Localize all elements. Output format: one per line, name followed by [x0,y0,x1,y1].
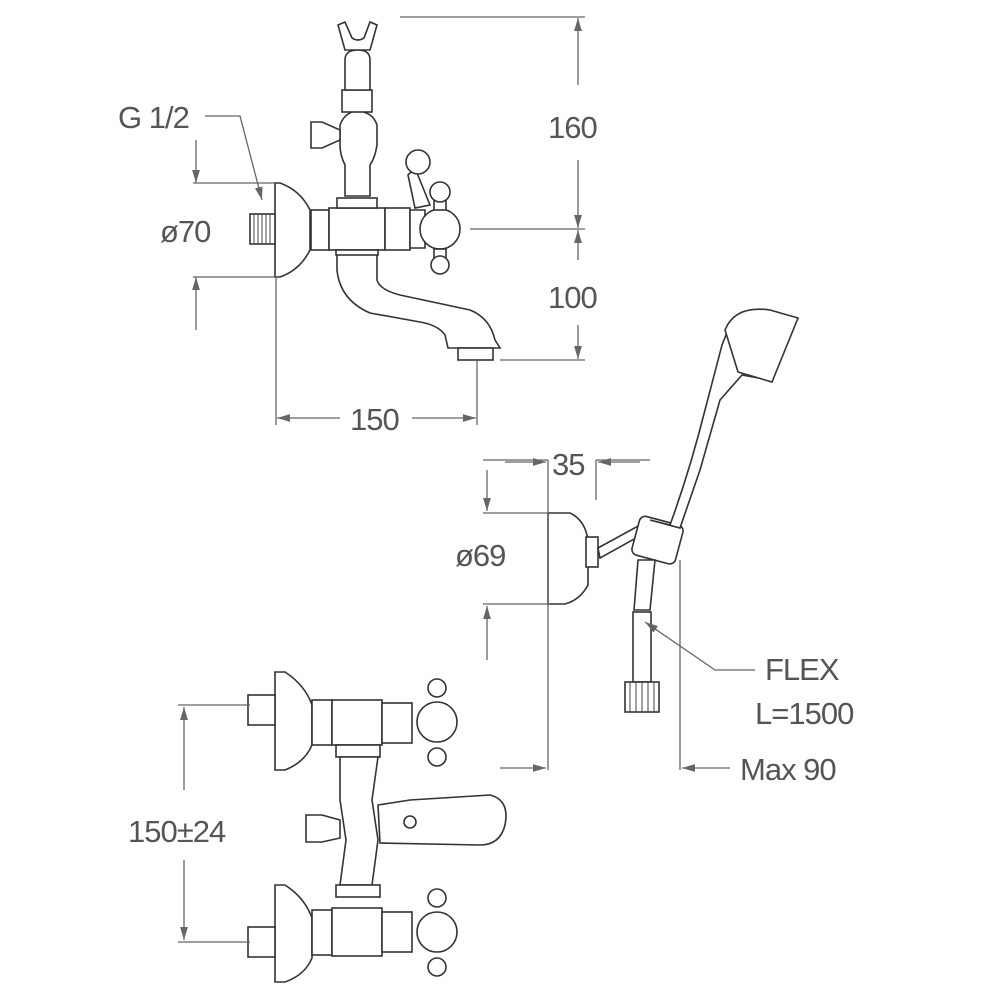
label-flange-diameter: ø70 [160,214,211,249]
label-height-top: 160 [548,110,597,145]
label-hose-length: L=1500 [755,696,854,731]
side-view-faucet [249,20,502,361]
side-view-dimensions [192,16,585,425]
label-hose-type: FLEX [765,652,840,687]
label-projection: 150 [350,402,399,437]
front-view-faucet [247,671,507,983]
hand-shower-assembly [547,308,800,713]
hand-shower-dimensions [483,458,755,772]
label-centers: 150±24 [128,814,226,849]
label-bracket-depth: 35 [552,447,584,482]
label-max-projection: Max 90 [740,752,836,787]
front-view-dimensions [178,704,250,943]
label-height-bottom: 100 [548,280,597,315]
label-bracket-diameter: ø69 [455,538,505,573]
label-inlet-thread: G 1/2 [118,100,189,135]
